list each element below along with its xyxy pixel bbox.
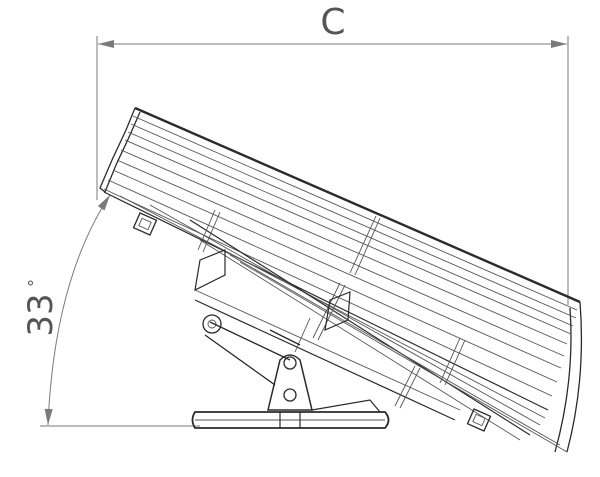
support-stand xyxy=(191,321,390,429)
stand-pedestal xyxy=(267,354,313,411)
hopper-body xyxy=(99,106,583,453)
arm-lug xyxy=(202,314,222,334)
angle-unit: ° xyxy=(25,279,44,287)
hopper-left-end xyxy=(99,107,141,194)
pedestal-hole-top xyxy=(283,356,297,370)
angle-dimension: 33 ° xyxy=(21,194,200,427)
width-label: C xyxy=(320,2,345,43)
pedestal-hole-bottom xyxy=(283,388,297,402)
hopper-right-end xyxy=(554,301,583,453)
angle-value: 33 xyxy=(21,293,61,336)
width-dimension: C xyxy=(96,2,569,305)
hopper-top-edge xyxy=(134,106,581,304)
clamp-left xyxy=(132,212,158,236)
hopper-underframe xyxy=(119,195,568,453)
hopper-ribs xyxy=(197,209,466,409)
stand-arm xyxy=(204,321,301,386)
frame-bracket xyxy=(194,249,351,331)
hopper-slats xyxy=(103,115,578,411)
base-plate xyxy=(191,411,390,429)
angle-arc xyxy=(44,194,111,426)
clamp-right xyxy=(466,408,492,432)
